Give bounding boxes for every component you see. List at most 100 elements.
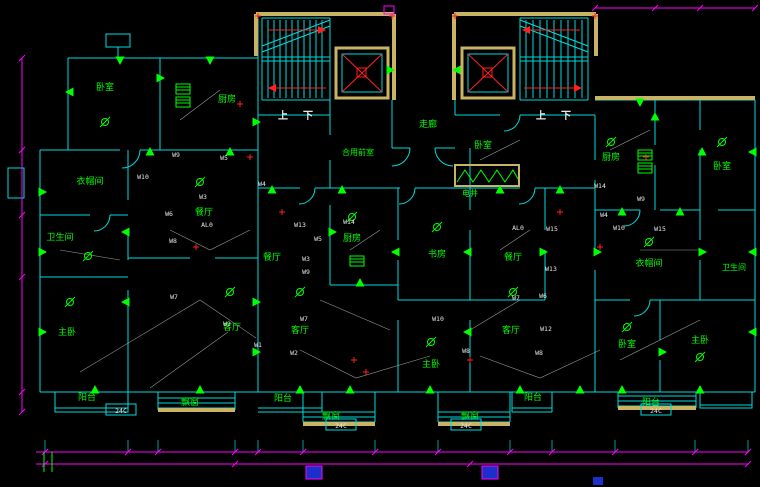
labels-layer: 卧室厨房衣帽间卫生间餐厅客厅主卧阳台飘窗合用前室走廊电井餐厅厨房书房客厅主卧阳台… — [46, 81, 746, 422]
socket-icon — [355, 278, 365, 287]
light-icon — [716, 136, 728, 148]
wire-label: W15 — [654, 225, 666, 233]
socket-icon — [38, 327, 47, 337]
socket-icon — [38, 187, 47, 197]
socket-icon — [38, 247, 47, 257]
socket-icon — [65, 87, 74, 97]
wire-label: W7 — [300, 315, 308, 323]
socket-icon — [495, 185, 505, 194]
socket-icon — [695, 385, 705, 394]
room-label: 阳台 — [642, 396, 660, 408]
dimension-ticks — [18, 4, 759, 468]
stair-direction-label: 下 — [561, 110, 571, 122]
socket-icon — [225, 147, 235, 156]
wire-label: W9 — [637, 195, 645, 203]
wire-label: W10 — [137, 173, 149, 181]
elevator-counterweight-left — [356, 67, 367, 78]
stair-arrow-icon — [268, 29, 580, 89]
wire-label: W1 — [254, 341, 262, 349]
socket-icon — [698, 247, 707, 257]
room-label: 主卧 — [691, 334, 709, 346]
elevator-x-icon — [341, 53, 509, 93]
light-icon — [99, 116, 111, 128]
detail-callout-box — [105, 33, 131, 48]
detail-marker-box — [105, 403, 137, 416]
grid-stub-lines — [43, 452, 53, 472]
socket-icon — [575, 385, 585, 394]
meter-box-icon — [176, 86, 190, 91]
socket-icon — [555, 185, 565, 194]
socket-icon — [295, 385, 305, 394]
light-icon — [101, 118, 109, 126]
stair-right-treads — [519, 17, 589, 101]
room-label: 厨房 — [218, 93, 236, 105]
elevator-counterweight-right — [482, 67, 493, 78]
wire-label: W4 — [600, 211, 608, 219]
light-icon — [696, 353, 704, 361]
meter-box-icon — [637, 149, 653, 161]
room-label: 餐厅 — [504, 251, 522, 263]
wire-label: AL0 — [512, 224, 524, 232]
wire-label: W8 — [535, 349, 543, 357]
bay-window-sills — [158, 406, 696, 426]
dimension-lines — [21, 7, 755, 465]
socket-icon — [328, 227, 337, 237]
detail-marker-label: 24C — [115, 407, 127, 415]
meter-box-icon — [349, 255, 365, 267]
socket-icon — [635, 98, 645, 107]
socket-icon — [658, 347, 667, 357]
light-icon — [427, 338, 435, 346]
detail-marker-box — [640, 403, 672, 416]
electrical-shaft-hatch — [456, 169, 519, 183]
socket-icon — [463, 247, 472, 257]
light-icon — [226, 288, 234, 296]
socket-icon — [748, 147, 757, 157]
column-marker — [305, 465, 323, 480]
wire-label: W10 — [613, 224, 625, 232]
light-icon — [194, 176, 206, 188]
detail-marker-label: 24C — [650, 407, 662, 415]
stair-arrowhead-icon — [574, 84, 582, 92]
socket-icon — [697, 147, 707, 156]
column-marker — [593, 477, 603, 485]
wire-label: W7 — [512, 294, 520, 302]
socket-icon — [650, 112, 660, 121]
wire-label: W2 — [290, 349, 298, 357]
wire-label: W12 — [540, 325, 552, 333]
light-icon — [623, 323, 631, 331]
wire-label: W4 — [258, 180, 266, 188]
socket-icon — [115, 56, 125, 65]
exterior-interior-walls — [39, 15, 756, 393]
light-icon — [605, 136, 617, 148]
wire-label: W14 — [343, 218, 355, 226]
light-icon — [643, 236, 655, 248]
circuit-lines — [59, 89, 701, 389]
room-label: 衣帽间 — [635, 257, 662, 269]
light-icon — [66, 298, 74, 306]
socket-icon — [539, 247, 548, 257]
wire-label: W7 — [170, 293, 178, 301]
light-icon — [645, 238, 653, 246]
walls-layer — [7, 15, 756, 452]
socket-icon — [345, 385, 355, 394]
light-icon — [348, 213, 356, 221]
wire-label: W8 — [462, 347, 470, 355]
light-icon — [607, 138, 615, 146]
light-icon — [84, 252, 92, 260]
red-layer — [193, 13, 649, 375]
socket-icon — [252, 297, 261, 307]
axis-bubble-box — [7, 167, 25, 199]
meter-box-icon — [176, 99, 190, 104]
socket-icon — [252, 347, 261, 357]
socket-icon — [337, 185, 347, 194]
column-marker — [481, 465, 499, 480]
light-icon — [718, 138, 726, 146]
wire-label: W6 — [165, 210, 173, 218]
room-label: 走廊 — [419, 118, 437, 130]
electrical-shaft-box — [454, 164, 520, 187]
tan-walls-layer — [158, 12, 755, 426]
socket-icon — [195, 385, 205, 394]
